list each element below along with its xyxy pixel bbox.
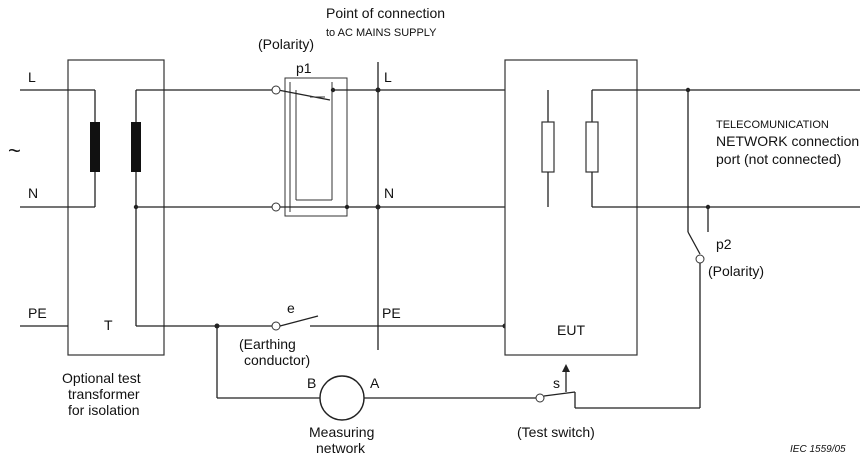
label-b: B <box>307 375 316 391</box>
e-switch-blade <box>279 315 319 327</box>
secondary-winding <box>131 122 141 172</box>
p1-blade-l <box>277 89 331 101</box>
label-measuring2: network <box>316 440 366 456</box>
label-transformer1: Optional test <box>62 370 141 386</box>
label-e: e <box>287 300 295 316</box>
s-switch-blade <box>543 391 576 397</box>
label-tnc-line2: NETWORK connection <box>716 133 859 149</box>
label-earthing2: conductor) <box>244 352 310 368</box>
s-switch-arrow <box>562 364 570 372</box>
p2-terminal <box>695 254 705 264</box>
eut-impedance-2 <box>585 121 599 173</box>
label-eut: EUT <box>557 322 585 338</box>
label-tnc-line3: port (not connected) <box>716 151 841 167</box>
eut-impedance-1 <box>541 121 555 173</box>
s-switch-terminal <box>535 393 545 403</box>
label-l2: L <box>384 69 392 85</box>
label-left-l: L <box>28 69 36 85</box>
primary-winding <box>90 122 100 172</box>
label-left-pe: PE <box>28 305 47 321</box>
p2-blade <box>687 231 701 255</box>
label-s: s <box>553 375 560 391</box>
p1-terminal-n <box>271 202 281 212</box>
label-left-n: N <box>28 185 38 201</box>
label-p1: p1 <box>296 60 312 76</box>
label-t: T <box>104 317 113 333</box>
label-n2: N <box>384 185 394 201</box>
label-measuring1: Measuring <box>309 424 374 440</box>
p1-switch-body <box>284 77 348 217</box>
label-polarity-1: (Polarity) <box>258 36 314 52</box>
label-transformer3: for isolation <box>68 402 140 418</box>
label-tnc-line1: TELECOMUNICATION <box>716 119 829 131</box>
label-poc-line1: Point of connection <box>326 5 445 21</box>
label-iec-ref: IEC 1559/05 <box>790 444 846 455</box>
ac-source-symbol: ~ <box>8 138 21 163</box>
label-p2: p2 <box>716 236 732 252</box>
label-earthing1: (Earthing <box>239 336 296 352</box>
label-pe2: PE <box>382 305 401 321</box>
measuring-network-circle <box>319 375 365 421</box>
label-test-switch: (Test switch) <box>517 424 595 440</box>
e-switch-terminal <box>271 321 281 331</box>
label-a: A <box>370 375 380 391</box>
label-transformer2: transformer <box>68 386 140 402</box>
label-polarity-2: (Polarity) <box>708 263 764 279</box>
label-poc-line2: to AC MAINS SUPPLY <box>326 27 437 39</box>
p1-terminal-l <box>271 85 281 95</box>
